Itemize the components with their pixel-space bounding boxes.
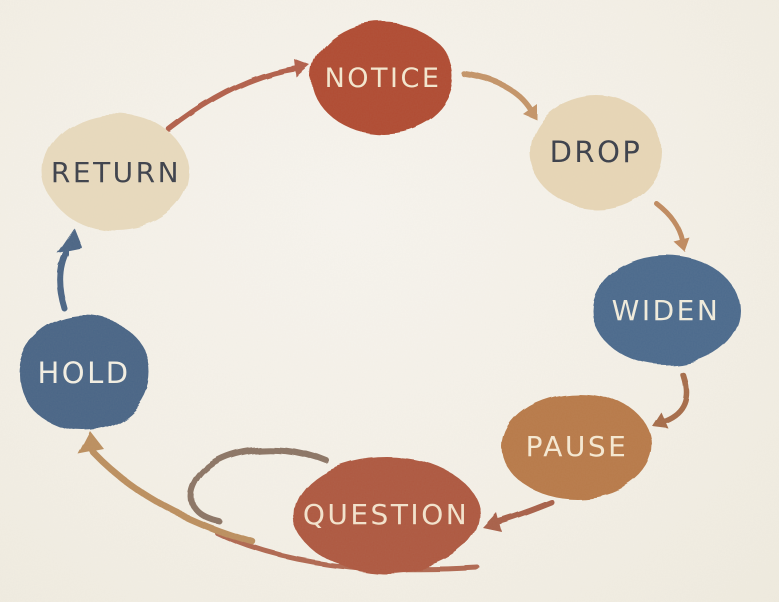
paper-texture-overlay xyxy=(0,0,779,602)
watercolor-cycle-diagram: NOTICE DROP WIDEN PAUSE QUESTION HOLD RE… xyxy=(0,0,779,602)
cycle-diagram-canvas: NOTICE DROP WIDEN PAUSE QUESTION HOLD RE… xyxy=(0,0,779,602)
